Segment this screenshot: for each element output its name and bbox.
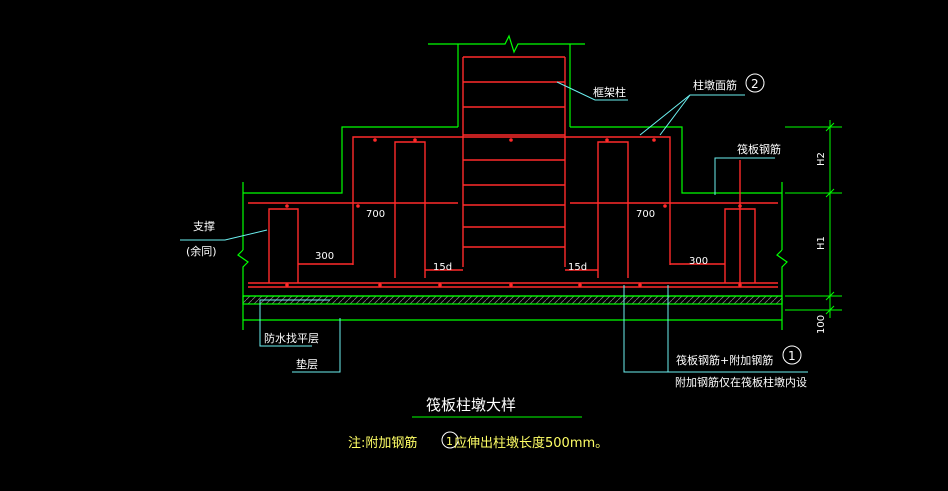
note-prefix: 注:附加钢筋 — [348, 435, 417, 451]
left-break-mark — [237, 249, 249, 330]
pier-outline — [243, 126, 782, 194]
label-pier-top-rebar: 柱墩面筋 — [693, 78, 737, 92]
leader-cushion — [292, 318, 341, 373]
drawing-title: 筏板柱墩大样 — [426, 396, 516, 414]
dim-700-left: 700 — [366, 209, 385, 220]
ref-circle-2 — [745, 73, 765, 93]
dim-15d-left: 15d — [433, 262, 452, 273]
label-waterproof-layer: 防水找平层 — [264, 331, 319, 345]
pier-top-rebar — [352, 136, 671, 182]
note-suffix: 应伸出柱墩长度500mm。 — [454, 435, 608, 451]
ref-circle-note — [441, 431, 459, 449]
label-frame-column: 框架柱 — [593, 85, 626, 99]
label-cushion: 垫层 — [296, 357, 318, 371]
dimension-lines — [785, 120, 842, 318]
ref-number-1: 1 — [788, 349, 796, 363]
note-ref-number: 1 — [446, 435, 453, 448]
dim-h1: H1 — [816, 236, 827, 250]
concrete-outline — [237, 34, 788, 330]
leader-pier-top-rebar — [639, 94, 745, 136]
leader-support — [180, 229, 268, 241]
right-break-mark — [776, 249, 788, 330]
additional-bar-left — [394, 141, 426, 278]
dim-300-right: 300 — [689, 256, 708, 267]
leader-waterproof — [259, 299, 330, 347]
ref-number-2: 2 — [751, 77, 759, 91]
label-support-sub: (余同) — [186, 244, 217, 258]
leader-raft-plus-add — [623, 285, 808, 373]
text-labels: 框架柱 柱墩面筋 2 筏板钢筋 支撑 (余同) 700 700 300 300 … — [186, 77, 827, 451]
leader-frame-column — [556, 81, 628, 101]
dim-700-right: 700 — [636, 209, 655, 220]
support-left — [268, 208, 299, 283]
dim-300-left: 300 — [315, 251, 334, 262]
label-add-rebar-note: 附加钢筋仅在筏板柱墩内设 — [675, 375, 807, 389]
label-raft-rebar: 筏板钢筋 — [737, 142, 781, 156]
dim-h2: H2 — [816, 152, 827, 166]
additional-bar-right — [597, 141, 629, 278]
column-break-line — [428, 34, 585, 54]
label-raft-plus-add: 筏板钢筋+附加钢筋 — [676, 353, 773, 367]
rebar-group — [248, 56, 778, 288]
leader-lines — [180, 81, 808, 373]
dim-100: 100 — [816, 315, 827, 334]
leader-raft-rebar — [714, 157, 775, 195]
label-support: 支撑 — [193, 219, 215, 233]
waterproof-layer-band — [242, 295, 783, 305]
dim-15d-right: 15d — [568, 262, 587, 273]
circled-refs — [441, 73, 802, 449]
rebar-dots — [285, 138, 742, 287]
ref-circle-1 — [782, 345, 802, 365]
